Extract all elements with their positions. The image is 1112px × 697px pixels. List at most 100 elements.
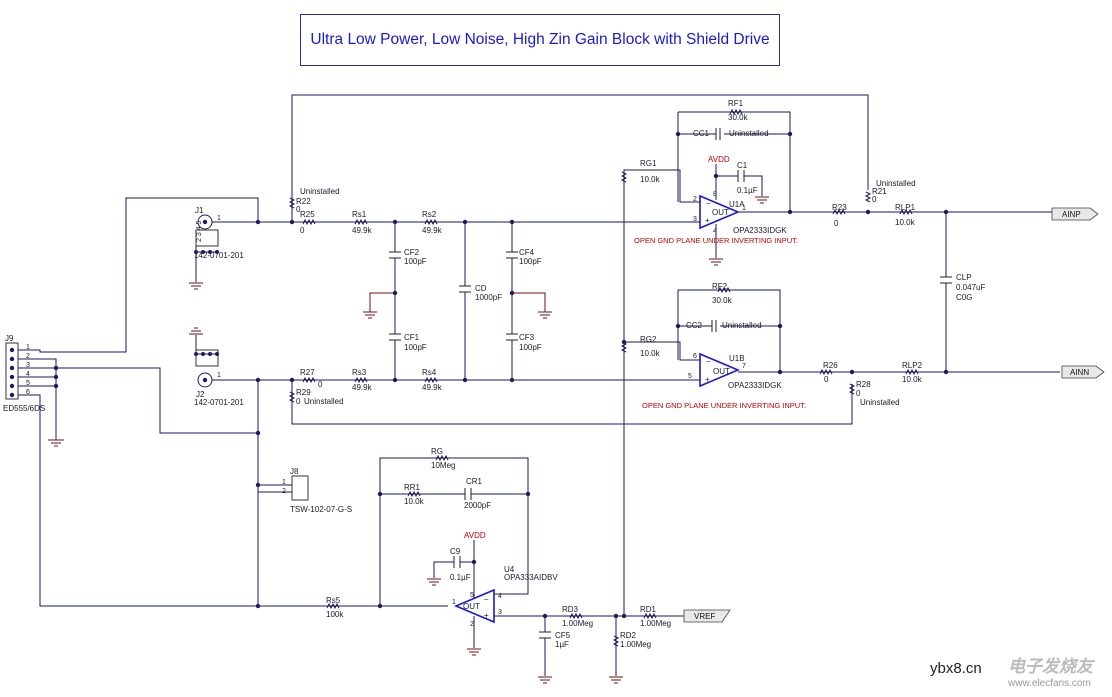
rg2-value: 10.0k (640, 349, 661, 358)
u4-ref: U4 (504, 565, 515, 574)
cf5-value: 1µF (555, 640, 569, 649)
u1b-ref: U1B (729, 354, 745, 363)
j1-ref: J1 (195, 206, 204, 215)
rd1-ref: RD1 (640, 605, 657, 614)
r21-note: Uninstalled (876, 179, 916, 188)
j9-part: ED555/6DS (3, 404, 45, 413)
u1b-out: OUT (713, 367, 730, 376)
u1b-pin-out: 7 (742, 363, 746, 370)
j2-ref: J2 (196, 390, 205, 399)
r25-body (302, 218, 316, 226)
rr1-ref: RR1 (404, 483, 421, 492)
u1b-minus-sign: − (706, 357, 711, 366)
u4-pin-out: 1 (452, 599, 456, 606)
u1a-plus-sign: + (705, 216, 710, 225)
rs5-value: 100k (326, 610, 344, 619)
r22-body (288, 197, 296, 209)
u4-avdd: AVDD (464, 531, 486, 540)
cf1-ref: CF1 (404, 333, 420, 342)
rs3-body (354, 376, 368, 384)
j8-ref: J8 (290, 467, 299, 476)
schematic-title: Ultra Low Power, Low Noise, High Zin Gai… (310, 31, 770, 48)
u4-pin-vp: 5 (470, 592, 474, 599)
u1a-opamp (699, 194, 741, 230)
c1-value: 0.1µF (737, 186, 758, 195)
j1-pin: 1 (217, 215, 221, 222)
ainp-port (1051, 207, 1099, 221)
u4-pin-noninv: 3 (498, 609, 502, 616)
j2-part: 142-0701-201 (194, 398, 244, 407)
cr1-ref: CR1 (466, 477, 483, 486)
cf4-value: 100pF (519, 257, 542, 266)
u1a-avdd: AVDD (708, 155, 730, 164)
u1b-pin-inv: 6 (693, 353, 697, 360)
rg-value: 10Meg (431, 461, 455, 470)
u1a-out: OUT (712, 208, 729, 217)
u4-plus-sign: + (484, 611, 489, 620)
rs1-body (354, 218, 368, 226)
r21-value: 0 (872, 195, 877, 204)
u4-out: OUT (463, 602, 480, 611)
u1a-pin-vn: 4 (713, 228, 717, 235)
ground-symbol (48, 436, 64, 447)
j9-wires (18, 197, 259, 607)
rg1-value: 10.0k (640, 175, 661, 184)
u1b-part: OPA2333IDGK (728, 381, 782, 390)
j1-side-pins: 2 3 4 5 (196, 220, 203, 242)
j9-pin-5: 5 (26, 380, 30, 387)
ainn-label: AINN (1070, 368, 1089, 377)
rs3-ref: Rs3 (352, 368, 367, 377)
rs2-ref: Rs2 (422, 210, 437, 219)
rd1-value: 1.00Meg (640, 619, 671, 628)
u1a-part: OPA2333IDGK (733, 226, 787, 235)
r22-note: Uninstalled (300, 187, 340, 196)
u1a-pin-noninv: 3 (693, 216, 697, 223)
cd-value: 1000pF (475, 293, 502, 302)
cc1-value: Uninstalled (729, 129, 769, 138)
connector-j9: J9 ED555/6DS 1 2 3 4 5 6 (3, 334, 45, 413)
u1b-opamp (699, 352, 741, 388)
u4-pin-inv: 4 (498, 593, 502, 600)
j9-ref: J9 (5, 334, 14, 343)
r29-ref: R29 (296, 388, 311, 397)
j9-pin-1: 1 (26, 344, 30, 351)
cf5-ref: CF5 (555, 631, 571, 640)
rd2-value: 1.00Meg (620, 640, 651, 649)
clp-ref: CLP (956, 273, 972, 282)
rr1-value: 10.0k (404, 497, 425, 506)
rs4-value: 49.9k (422, 383, 443, 392)
r22-ref: R22 (296, 197, 311, 206)
rg-ref: RG (431, 447, 443, 456)
r29-body (288, 391, 296, 403)
u1a-pin-vp: 8 (713, 191, 717, 198)
j9-pin-2: 2 (26, 353, 30, 360)
rf2-value: 30.0k (712, 296, 733, 305)
j2-pin: 1 (217, 372, 221, 379)
rs5-ref: Rs5 (326, 596, 341, 605)
cd-ref: CD (475, 284, 487, 293)
cf2-value: 100pF (404, 257, 427, 266)
c9-ref: C9 (450, 547, 461, 556)
r26-value: 0 (824, 375, 829, 384)
connector-j2: J2 1 142-0701-201 (194, 349, 244, 407)
u4-part: OPA333AIDBV (504, 573, 558, 582)
rs2-value: 49.9k (422, 226, 443, 235)
r28-ref: R28 (856, 380, 871, 389)
vref-port (683, 609, 731, 623)
cf2-ref: CF2 (404, 248, 420, 257)
u4-minus-sign: − (484, 595, 489, 604)
j9-pin-6: 6 (26, 389, 30, 396)
r26-ref: R26 (823, 361, 838, 370)
r29-note: Uninstalled (304, 397, 344, 406)
rf1-ref: RF1 (728, 99, 744, 108)
u1b-plus-sign: + (705, 375, 710, 384)
rg2-ref: RG2 (640, 335, 657, 344)
u1b-layout-note: OPEN GND PLANE UNDER INVERTING INPUT. (642, 401, 806, 410)
cf3-value: 100pF (519, 343, 542, 352)
cr1-value: 2000pF (464, 501, 491, 510)
r28-value: 0 (856, 389, 861, 398)
rf1-value: 30.0k (728, 113, 749, 122)
cc1-ref: CC1 (693, 129, 710, 138)
u1a-layout-note: OPEN GND PLANE UNDER INVERTING INPUT. (634, 236, 798, 245)
